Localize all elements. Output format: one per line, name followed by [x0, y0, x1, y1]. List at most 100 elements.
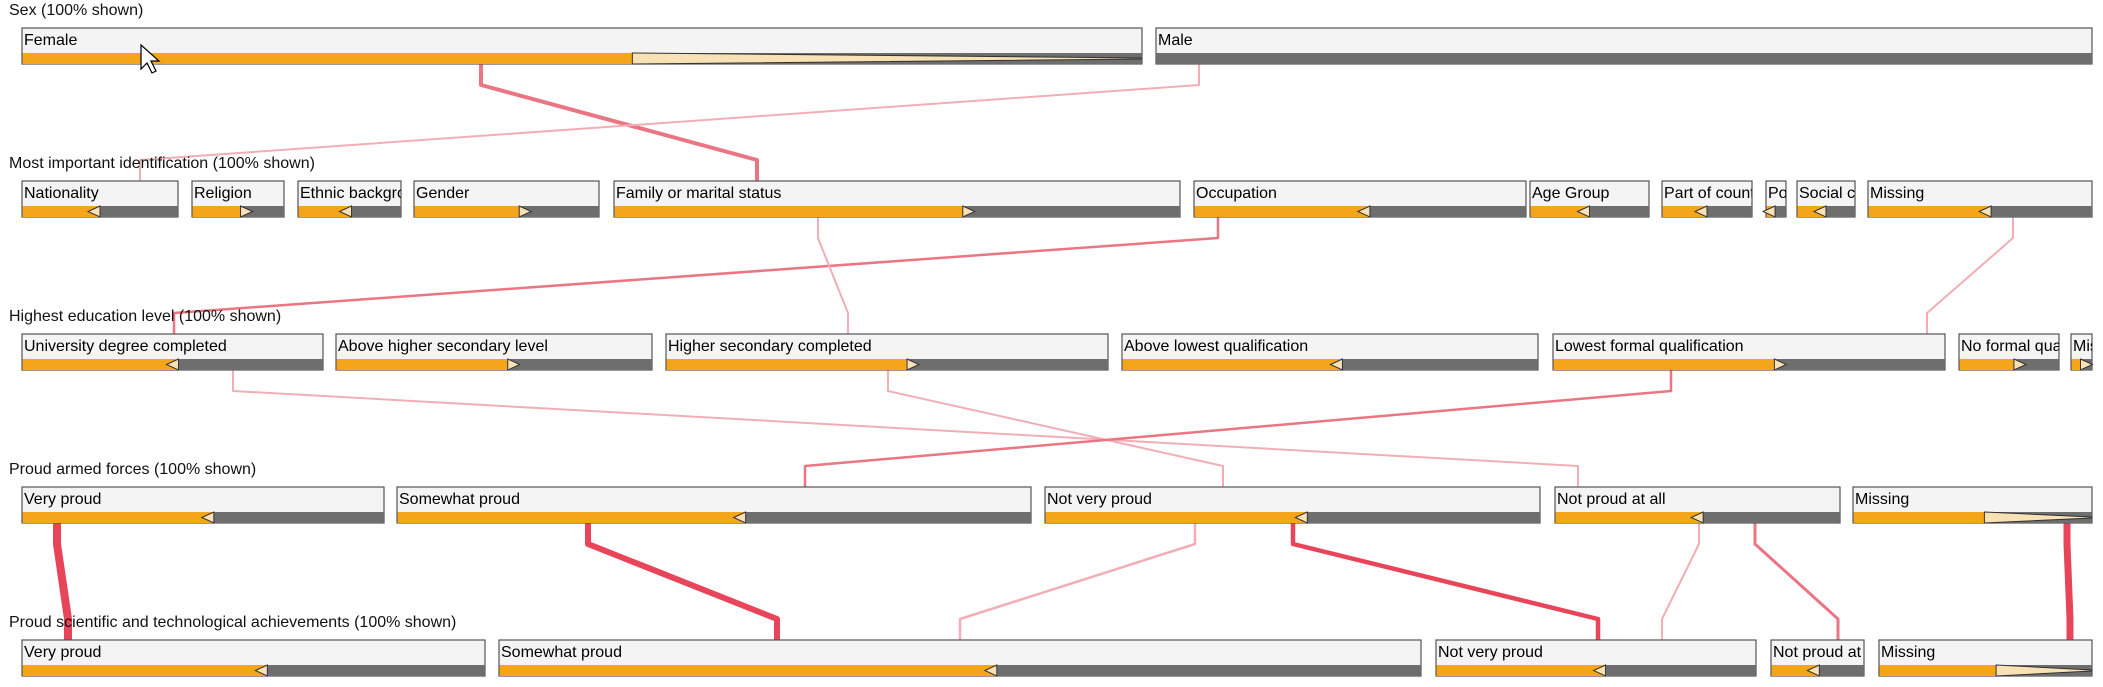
dimension-education: Highest education level (100% shown) Univ… [9, 308, 2099, 371]
category-missing[interactable]: Missing [1867, 180, 2093, 218]
category-pol[interactable]: Pol [1761, 180, 1791, 218]
category-university-degree-completed[interactable]: University degree completed [21, 333, 324, 371]
dimension-sex: Sex (100% shown) Female Male [9, 2, 2093, 65]
marker-left-icon [1592, 664, 1607, 677]
category-bar-fill [1530, 206, 1590, 217]
marker-left-icon [1689, 511, 1704, 524]
ribbon-missing-missing[interactable] [2063, 523, 2074, 640]
ribbon-university-notproud[interactable] [232, 370, 1579, 487]
category-label: No formal qualificat [1961, 338, 2099, 355]
marker-left-icon [1761, 205, 1776, 218]
category-male[interactable]: Male [1155, 27, 2093, 65]
ribbon-family-highersec[interactable] [817, 217, 849, 334]
category-label: Missing [1855, 491, 1909, 508]
category-bar-fill [1853, 512, 1985, 523]
category-part-of-country-y[interactable]: Part of country y [1661, 180, 1781, 218]
category-lowest-formal-qualification[interactable]: Lowest formal qualification [1552, 333, 1946, 371]
category-social-cla[interactable]: Social cla [1796, 180, 1868, 218]
category-bar-fill [1771, 665, 1820, 676]
marker-left-icon [200, 511, 215, 524]
category-label: Not proud at all [1773, 644, 1882, 661]
marker-wedge-icon [1995, 664, 2092, 677]
dimension-identification: Most important identification (100% show… [9, 155, 2093, 218]
marker-right-icon [2079, 358, 2094, 371]
category-not-very-proud[interactable]: Not very proud [1435, 639, 1757, 677]
category-label: University degree completed [24, 338, 227, 355]
ribbon-missing-lowest[interactable] [1926, 217, 2014, 334]
category-very-proud[interactable]: Very proud [21, 486, 385, 524]
category-label: Mis [2073, 338, 2098, 355]
category-bar-fill [1868, 206, 1992, 217]
marker-left-icon [1329, 358, 1343, 371]
category-bar-fill [614, 206, 965, 217]
dimension-title[interactable]: Proud scientific and technological achie… [9, 614, 456, 631]
ribbon-female-family[interactable] [479, 64, 759, 181]
category-very-proud[interactable]: Very proud [21, 639, 486, 677]
marker-right-icon [1773, 358, 1788, 371]
category-not-proud-at-all[interactable]: Not proud at all [1770, 639, 1882, 677]
category-mis[interactable]: Mis [2070, 333, 2098, 371]
category-bar-fill [1555, 512, 1704, 523]
category-missing[interactable]: Missing [1878, 639, 2093, 677]
category-label: Pol [1768, 185, 1791, 202]
arrow-cursor-icon [140, 43, 161, 74]
dimension-title[interactable]: Proud armed forces (100% shown) [9, 461, 256, 478]
ribbon-notproud-notvery[interactable] [1661, 523, 1700, 640]
marker-left-icon [86, 205, 101, 218]
ribbon-highersec-notvery[interactable] [887, 370, 1224, 487]
category-religion[interactable]: Religion [191, 180, 285, 218]
ribbon-notproud-notproud[interactable] [1753, 523, 1840, 640]
marker-right-icon [906, 358, 921, 371]
marker-left-icon [338, 205, 353, 218]
category-bar-fill [336, 359, 510, 370]
marker-left-icon [983, 664, 998, 677]
category-family-or-marital-status[interactable]: Family or marital status [613, 180, 1181, 218]
category-somewhat-proud[interactable]: Somewhat proud [396, 486, 1032, 524]
ribbon-male-nationality[interactable] [139, 64, 1200, 181]
marker-right-icon [507, 358, 521, 371]
category-bar-fill [2071, 359, 2083, 370]
ribbon-notvery-notvery[interactable] [1290, 523, 1601, 640]
ribbon-veryproud-veryproud[interactable] [53, 523, 72, 640]
marker-left-icon [1806, 664, 1820, 677]
category-label: Female [24, 32, 77, 49]
category-label: Social cla [1799, 185, 1868, 202]
category-female[interactable]: Female [21, 27, 1143, 65]
category-nationality[interactable]: Nationality [21, 180, 179, 218]
ribbon-occupation-university[interactable] [172, 217, 1220, 334]
category-bar-track [1766, 206, 1786, 217]
category-missing[interactable]: Missing [1852, 486, 2093, 524]
category-bar-fill [22, 359, 179, 370]
category-gender[interactable]: Gender [413, 180, 600, 218]
category-bar-fill [1879, 665, 1997, 676]
category-label: Male [1158, 32, 1193, 49]
category-label: Very proud [24, 644, 101, 661]
category-bar-fill [22, 53, 633, 64]
category-not-proud-at-all[interactable]: Not proud at all [1554, 486, 1841, 524]
dimension-title[interactable]: Most important identification (100% show… [9, 155, 315, 172]
category-label: Not very proud [1047, 491, 1152, 508]
category-age-group[interactable]: Age Group [1529, 180, 1650, 218]
category-bar-fill [22, 512, 214, 523]
category-bar-fill [192, 206, 243, 217]
category-ethnic-background[interactable]: Ethnic background [297, 180, 433, 218]
category-occupation[interactable]: Occupation [1193, 180, 1527, 218]
category-above-lowest-qualification[interactable]: Above lowest qualification [1121, 333, 1539, 371]
category-bar-fill [1194, 206, 1370, 217]
ribbon-somewhat-somewhat[interactable] [585, 523, 780, 640]
category-not-very-proud[interactable]: Not very proud [1044, 486, 1541, 524]
category-above-higher-secondary-level[interactable]: Above higher secondary level [335, 333, 653, 371]
ribbon-layer [53, 64, 2074, 640]
category-somewhat-proud[interactable]: Somewhat proud [498, 639, 1422, 677]
category-label: Ethnic background [300, 185, 433, 202]
dimension-title[interactable]: Sex (100% shown) [9, 2, 143, 19]
ribbon-lowest-somewhat[interactable] [803, 370, 1673, 487]
category-label: Nationality [24, 185, 99, 202]
dimension-title[interactable]: Highest education level (100% shown) [9, 308, 281, 325]
marker-left-icon [1576, 205, 1590, 218]
ribbon-notvery-somewhat[interactable] [958, 523, 1197, 640]
category-label: Part of country y [1664, 185, 1781, 202]
category-no-formal-qualificat[interactable]: No formal qualificat [1958, 333, 2099, 371]
category-higher-secondary-completed[interactable]: Higher secondary completed [665, 333, 1109, 371]
